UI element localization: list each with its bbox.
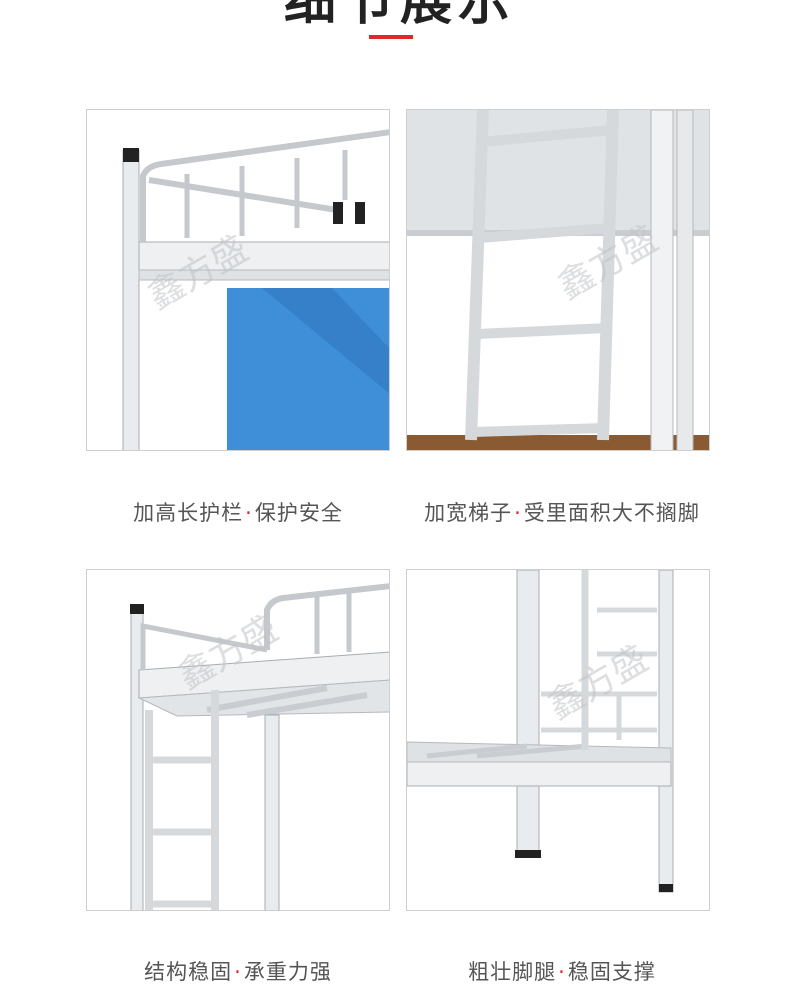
- caption-separator: ·: [558, 960, 566, 984]
- section-title: 细节展示: [283, 0, 516, 32]
- caption-sub: 保护安全: [254, 501, 343, 525]
- detail-image-guardrail: 鑫方盛: [86, 109, 390, 451]
- caption-separator: ·: [245, 501, 253, 525]
- title-underline: [369, 35, 413, 39]
- guardrail-illustration: 鑫方盛: [122, 129, 389, 450]
- ladder-illustration: 鑫方盛: [407, 110, 709, 450]
- caption-guardrail: 加高长护栏·保护安全: [48, 497, 428, 527]
- caption-sub: 受里面积大不搁脚: [523, 501, 700, 525]
- detail-image-ladder: 鑫方盛: [406, 109, 710, 451]
- caption-main: 粗壮脚腿: [468, 960, 557, 984]
- caption-main: 加高长护栏: [133, 501, 244, 525]
- caption-separator: ·: [514, 501, 522, 525]
- caption-sub: 稳固支撑: [567, 960, 656, 984]
- caption-main: 加宽梯子: [424, 501, 513, 525]
- caption-main: 结构稳固: [144, 960, 233, 984]
- caption-legs: 粗壮脚腿·稳固支撑: [372, 956, 752, 986]
- detail-image-legs: 鑫方盛: [406, 569, 710, 911]
- caption-sub: 承重力强: [243, 960, 332, 984]
- detail-image-structure: 鑫方盛: [86, 569, 390, 911]
- structure-illustration: 鑫方盛: [130, 583, 389, 910]
- caption-separator: ·: [234, 960, 242, 984]
- caption-structure: 结构稳固·承重力强: [48, 956, 428, 986]
- legs-illustration: 鑫方盛: [407, 570, 674, 893]
- caption-ladder: 加宽梯子·受里面积大不搁脚: [372, 497, 752, 527]
